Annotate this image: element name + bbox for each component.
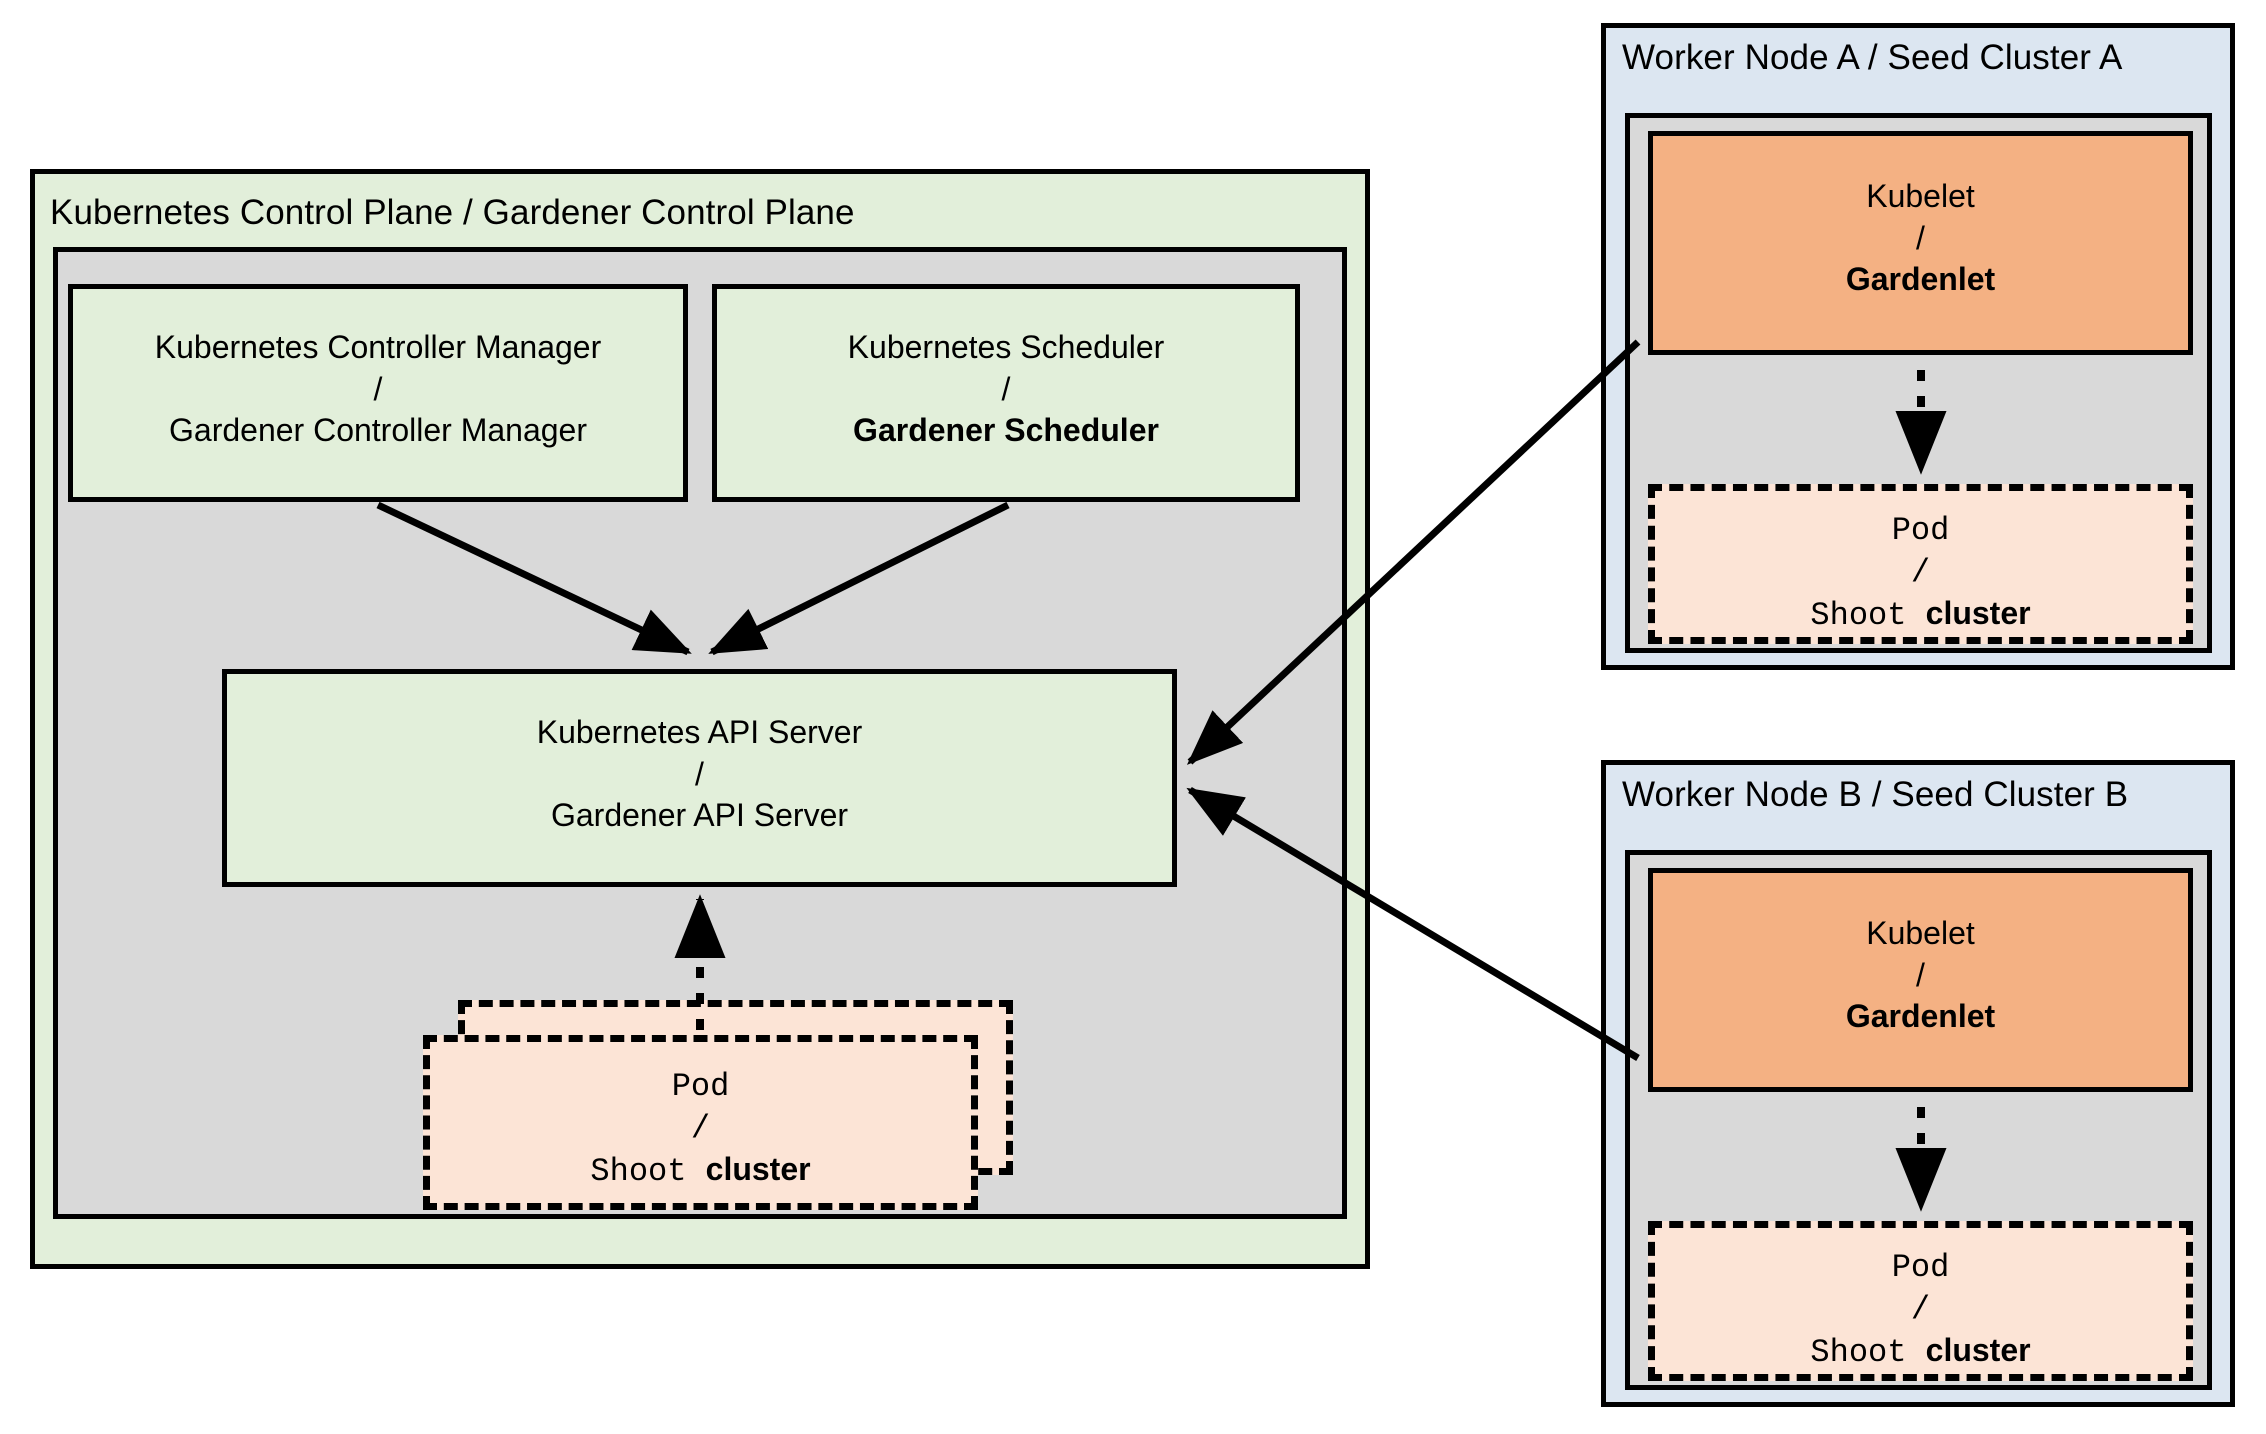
worker-node-b-kubelet-box[interactable]: Kubelet / Gardenlet [1648,868,2193,1092]
worker-b-pod-shoot-text: Shoot [1810,1334,1926,1372]
worker-node-a-kubelet-box[interactable]: Kubelet / Gardenlet [1648,131,2193,355]
scheduler-label: Kubernetes Scheduler / Gardener Schedule… [847,329,1165,449]
kubernetes-api-server-box[interactable]: Kubernetes API Server / Gardener API Ser… [222,669,1177,887]
worker-a-pod-shoot-text: Shoot [1810,597,1926,635]
worker-node-b-pod-box[interactable]: Pod / Shoot cluster [1648,1221,2193,1381]
pod-shoot-text: Shoot [590,1153,706,1191]
worker-node-a-pod-box[interactable]: Pod / Shoot cluster [1648,484,2193,644]
worker-a-pod-label: Pod / Shoot cluster [1810,512,2031,635]
worker-b-pod-label: Pod / Shoot cluster [1810,1249,2031,1372]
controller-manager-label: Kubernetes Controller Manager / Gardener… [154,329,602,449]
worker-node-a-title: Worker Node A / Seed Cluster A [1622,38,2123,77]
control-plane-title: Kubernetes Control Plane / Gardener Cont… [50,193,855,232]
worker-b-kubelet-label: Kubelet / Gardenlet [1845,915,1996,1035]
control-plane-pod-label: Pod / Shoot cluster [590,1068,811,1191]
worker-a-pod-cluster-text: cluster [1925,595,2031,632]
worker-node-b-title: Worker Node B / Seed Cluster B [1622,775,2129,814]
control-plane-pod-box[interactable]: Pod / Shoot cluster [423,1035,978,1210]
kubernetes-scheduler-box[interactable]: Kubernetes Scheduler / Gardener Schedule… [712,284,1300,502]
api-server-label: Kubernetes API Server / Gardener API Ser… [536,714,863,834]
pod-cluster-text: cluster [705,1151,811,1188]
worker-a-kubelet-label: Kubelet / Gardenlet [1845,178,1996,298]
kubernetes-controller-manager-box[interactable]: Kubernetes Controller Manager / Gardener… [68,284,688,502]
worker-b-pod-cluster-text: cluster [1925,1332,2031,1369]
